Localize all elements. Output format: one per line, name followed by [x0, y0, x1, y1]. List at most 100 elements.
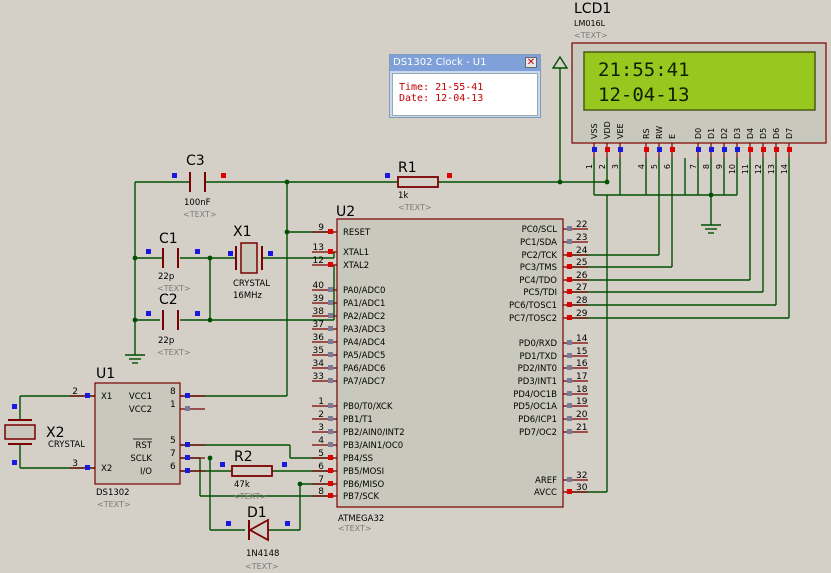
resistor-r1[interactable]: R1 1k <TEXT> [397, 160, 439, 212]
u2-pin-label: PC0/SCL [522, 225, 558, 235]
r1-text-tag: <TEXT> [398, 203, 432, 212]
u2-pin-number: 37 [313, 320, 324, 330]
u1-pin-marker [185, 442, 190, 447]
u2-pin-marker [328, 262, 333, 267]
date-label: Date: [399, 93, 430, 104]
x1-ref: X1 [233, 224, 252, 240]
lcd-pin-marker [761, 147, 766, 152]
lcd-pin-number: 12 [754, 164, 763, 174]
c2-text-tag: <TEXT> [157, 348, 191, 357]
u1-pin-number: 7 [170, 449, 176, 459]
lcd-pin-marker [592, 147, 597, 152]
capacitor-c3[interactable]: C3 100nF <TEXT> [183, 153, 217, 219]
u2-body [336, 218, 564, 508]
lcd-screen [583, 51, 816, 111]
u2-pin-number: 9 [318, 223, 324, 233]
lcd-pin-number: 4 [637, 164, 646, 169]
u2-pin-number: 20 [576, 410, 588, 420]
d1-value: 1N4148 [246, 549, 279, 559]
u2-pin-label: PD0/RXD [519, 339, 558, 349]
ds1302-clock-window[interactable]: DS1302 Clock - U1 ✕ Time: 21-55-41 Date:… [389, 54, 541, 118]
r1-value: 1k [398, 191, 408, 201]
lcd-pin-marker [605, 147, 610, 152]
u2-pin-marker [567, 226, 572, 231]
u2-pin-number: 1 [318, 397, 324, 407]
u2-pin-label: PD7/OC2 [519, 428, 557, 438]
u2-pin-label: PA6/ADC6 [343, 364, 385, 374]
resistor-r2[interactable]: R2 47k <TEXT> [231, 449, 273, 501]
u2-pin-label: PD5/OC1A [513, 402, 557, 412]
u2-pin-marker [567, 315, 572, 320]
c1-ref: C1 [159, 231, 178, 247]
u2-pin-marker [328, 249, 333, 254]
capacitor-c2[interactable]: C2 22p <TEXT> [157, 292, 191, 357]
lcd-pin-marker [644, 147, 649, 152]
u2-pin-label: PD2/INT0 [518, 364, 557, 374]
lcd-pin-label: RW [655, 126, 664, 139]
u2-pin-label: PA7/ADC7 [343, 377, 385, 387]
x1-value: 16MHz [233, 291, 263, 301]
u2-pin-number: 28 [576, 296, 588, 306]
u2-pin-number: 32 [576, 471, 587, 481]
u2-pin-number: 35 [313, 346, 324, 356]
u2-pin-label: PB5/MOSI [343, 467, 384, 477]
u2-pin-marker [328, 468, 333, 473]
u2-pin-marker [328, 403, 333, 408]
u2-pin-number: 15 [576, 347, 587, 357]
lcd-pin-number: 3 [611, 164, 620, 169]
lcd-pin-label: D0 [694, 128, 703, 139]
lcd-pin-number: 7 [689, 164, 698, 169]
u2-pin-label: PC6/TOSC1 [509, 301, 557, 311]
crystal-x2[interactable]: X2 CRYSTAL [4, 419, 85, 450]
diode-d1[interactable]: D1 1N4148 <TEXT> [245, 505, 279, 571]
window-title[interactable]: DS1302 Clock - U1 [390, 55, 540, 71]
u2-pin-marker [567, 302, 572, 307]
u2-pin-label: AREF [535, 476, 557, 486]
lcd-pin-label: D1 [707, 128, 716, 139]
u2-pin-marker [567, 353, 572, 358]
u2-pin-label: RESET [343, 228, 371, 238]
u2-pin-number: 23 [576, 233, 587, 243]
u2-pin-label: PC2/TCK [521, 251, 557, 261]
lcd-pin-number: 8 [702, 164, 711, 169]
lcd-component[interactable]: LCD1 LM016L <TEXT> 21:55:41 12-04-13 VSS… [571, 1, 827, 174]
lcd-pin-number: 2 [598, 164, 607, 169]
r2-ref: R2 [234, 449, 253, 465]
u2-pin-label: XTAL2 [343, 261, 369, 271]
u1-pin-marker [85, 465, 90, 470]
u2-pin-number: 5 [318, 449, 324, 459]
u2-pin-marker [328, 352, 333, 357]
time-row: Time: 21-55-41 [399, 82, 537, 93]
u1-pin-number: 2 [72, 387, 78, 397]
capacitor-c1[interactable]: C1 22p <TEXT> [157, 231, 191, 293]
r1-ref: R1 [398, 160, 417, 176]
u2-pin-number: 6 [318, 462, 324, 472]
c3-text-tag: <TEXT> [183, 210, 217, 219]
u2-pin-number: 12 [313, 256, 324, 266]
lcd-pin-marker [722, 147, 727, 152]
lcd-pin-number: 11 [741, 164, 750, 174]
u2-pin-marker [567, 239, 572, 244]
close-icon[interactable]: ✕ [525, 57, 537, 68]
c2-value: 22p [158, 336, 174, 346]
u1-text-tag: <TEXT> [97, 500, 131, 509]
u2-pin-label: PB6/MISO [343, 480, 384, 490]
u2-text-tag: <TEXT> [338, 524, 372, 533]
u2-pin-label: PA5/ADC5 [343, 351, 385, 361]
lcd-pin-label: VSS [590, 123, 599, 139]
u2-pin-number: 7 [318, 475, 324, 485]
c1-value: 22p [158, 272, 174, 282]
crystal-x1[interactable]: X1 CRYSTAL 16MHz [233, 224, 270, 301]
lcd-pin-marker [709, 147, 714, 152]
u2-pin-label: PC4/TDO [519, 276, 557, 286]
u2-pin-number: 34 [313, 359, 325, 369]
u2-pin-marker [328, 313, 333, 318]
lcd-pin-marker [657, 147, 662, 152]
u2-pin-label: PB7/SCK [343, 492, 380, 502]
u2-pin-marker [328, 481, 333, 486]
lcd-pin-marker [774, 147, 779, 152]
u2-pin-marker [328, 455, 333, 460]
u2-pin-label: PB2/AIN0/INT2 [343, 428, 405, 438]
